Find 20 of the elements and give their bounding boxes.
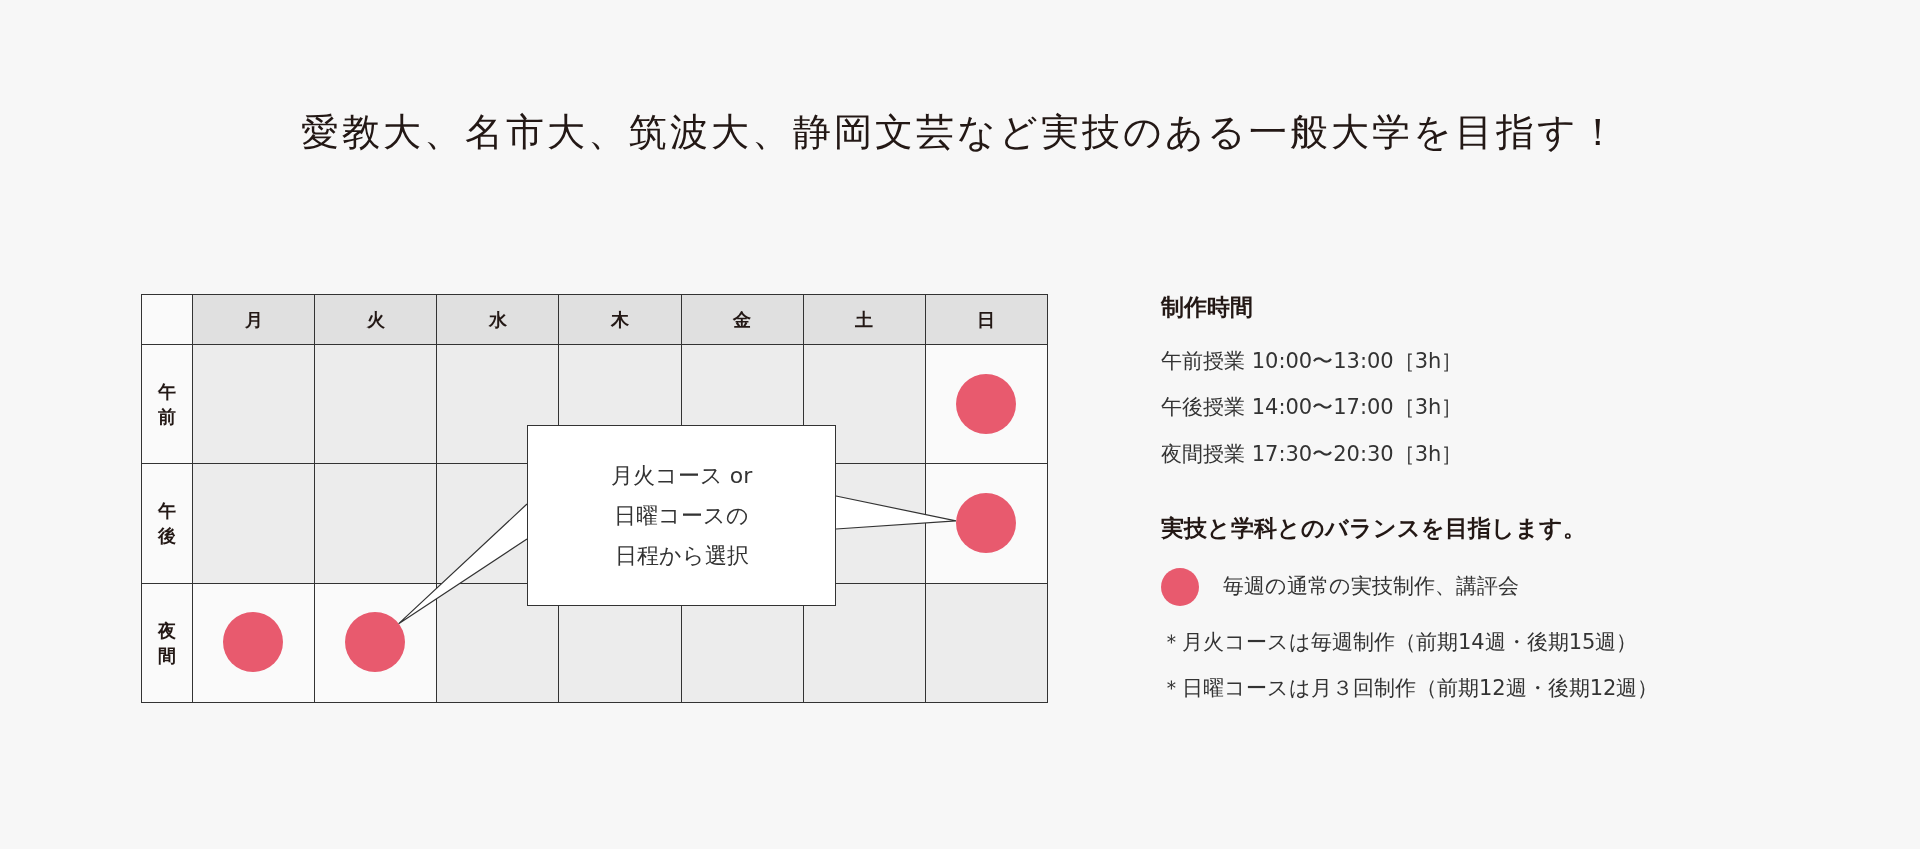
day-header-cell: 金 bbox=[680, 294, 804, 345]
title: 愛教大、名市大、筑波大、静岡文芸など実技のある一般大学を目指す！ bbox=[299, 109, 1621, 156]
note-text: ＊月火コースは毎週制作（前期14週・後期15週） bbox=[1161, 629, 1638, 656]
section-heading: 制作時間 bbox=[1161, 293, 1253, 322]
period-header-cell: 夜間 bbox=[141, 582, 193, 703]
day-header-cell: 木 bbox=[558, 294, 682, 345]
note-text: ＊日曜コースは月３回制作（前期12週・後期12週） bbox=[1161, 675, 1659, 702]
day-header-cell: 月 bbox=[192, 294, 316, 345]
legend-text: 毎週の通常の実技制作、講評会 bbox=[1223, 573, 1519, 601]
note-text: 夜間授業 17:30〜20:30［3h］ bbox=[1161, 441, 1463, 468]
day-header-cell: 土 bbox=[802, 294, 926, 345]
speech-bubble-tail bbox=[398, 503, 528, 625]
day-header-cell: 日 bbox=[924, 294, 1048, 345]
bubble-text: 月火コース or 日曜コースの日程から選択 bbox=[609, 461, 754, 570]
section-heading: 実技と学科とのバランスを目指します。 bbox=[1161, 514, 1586, 543]
note-text: 午後授業 14:00〜17:00［3h］ bbox=[1161, 394, 1463, 421]
note-text: 午前授業 10:00〜13:00［3h］ bbox=[1161, 348, 1463, 375]
day-header-cell: 水 bbox=[436, 294, 560, 345]
speech-bubble-tail bbox=[835, 495, 957, 530]
day-header-cell: 火 bbox=[314, 294, 438, 345]
